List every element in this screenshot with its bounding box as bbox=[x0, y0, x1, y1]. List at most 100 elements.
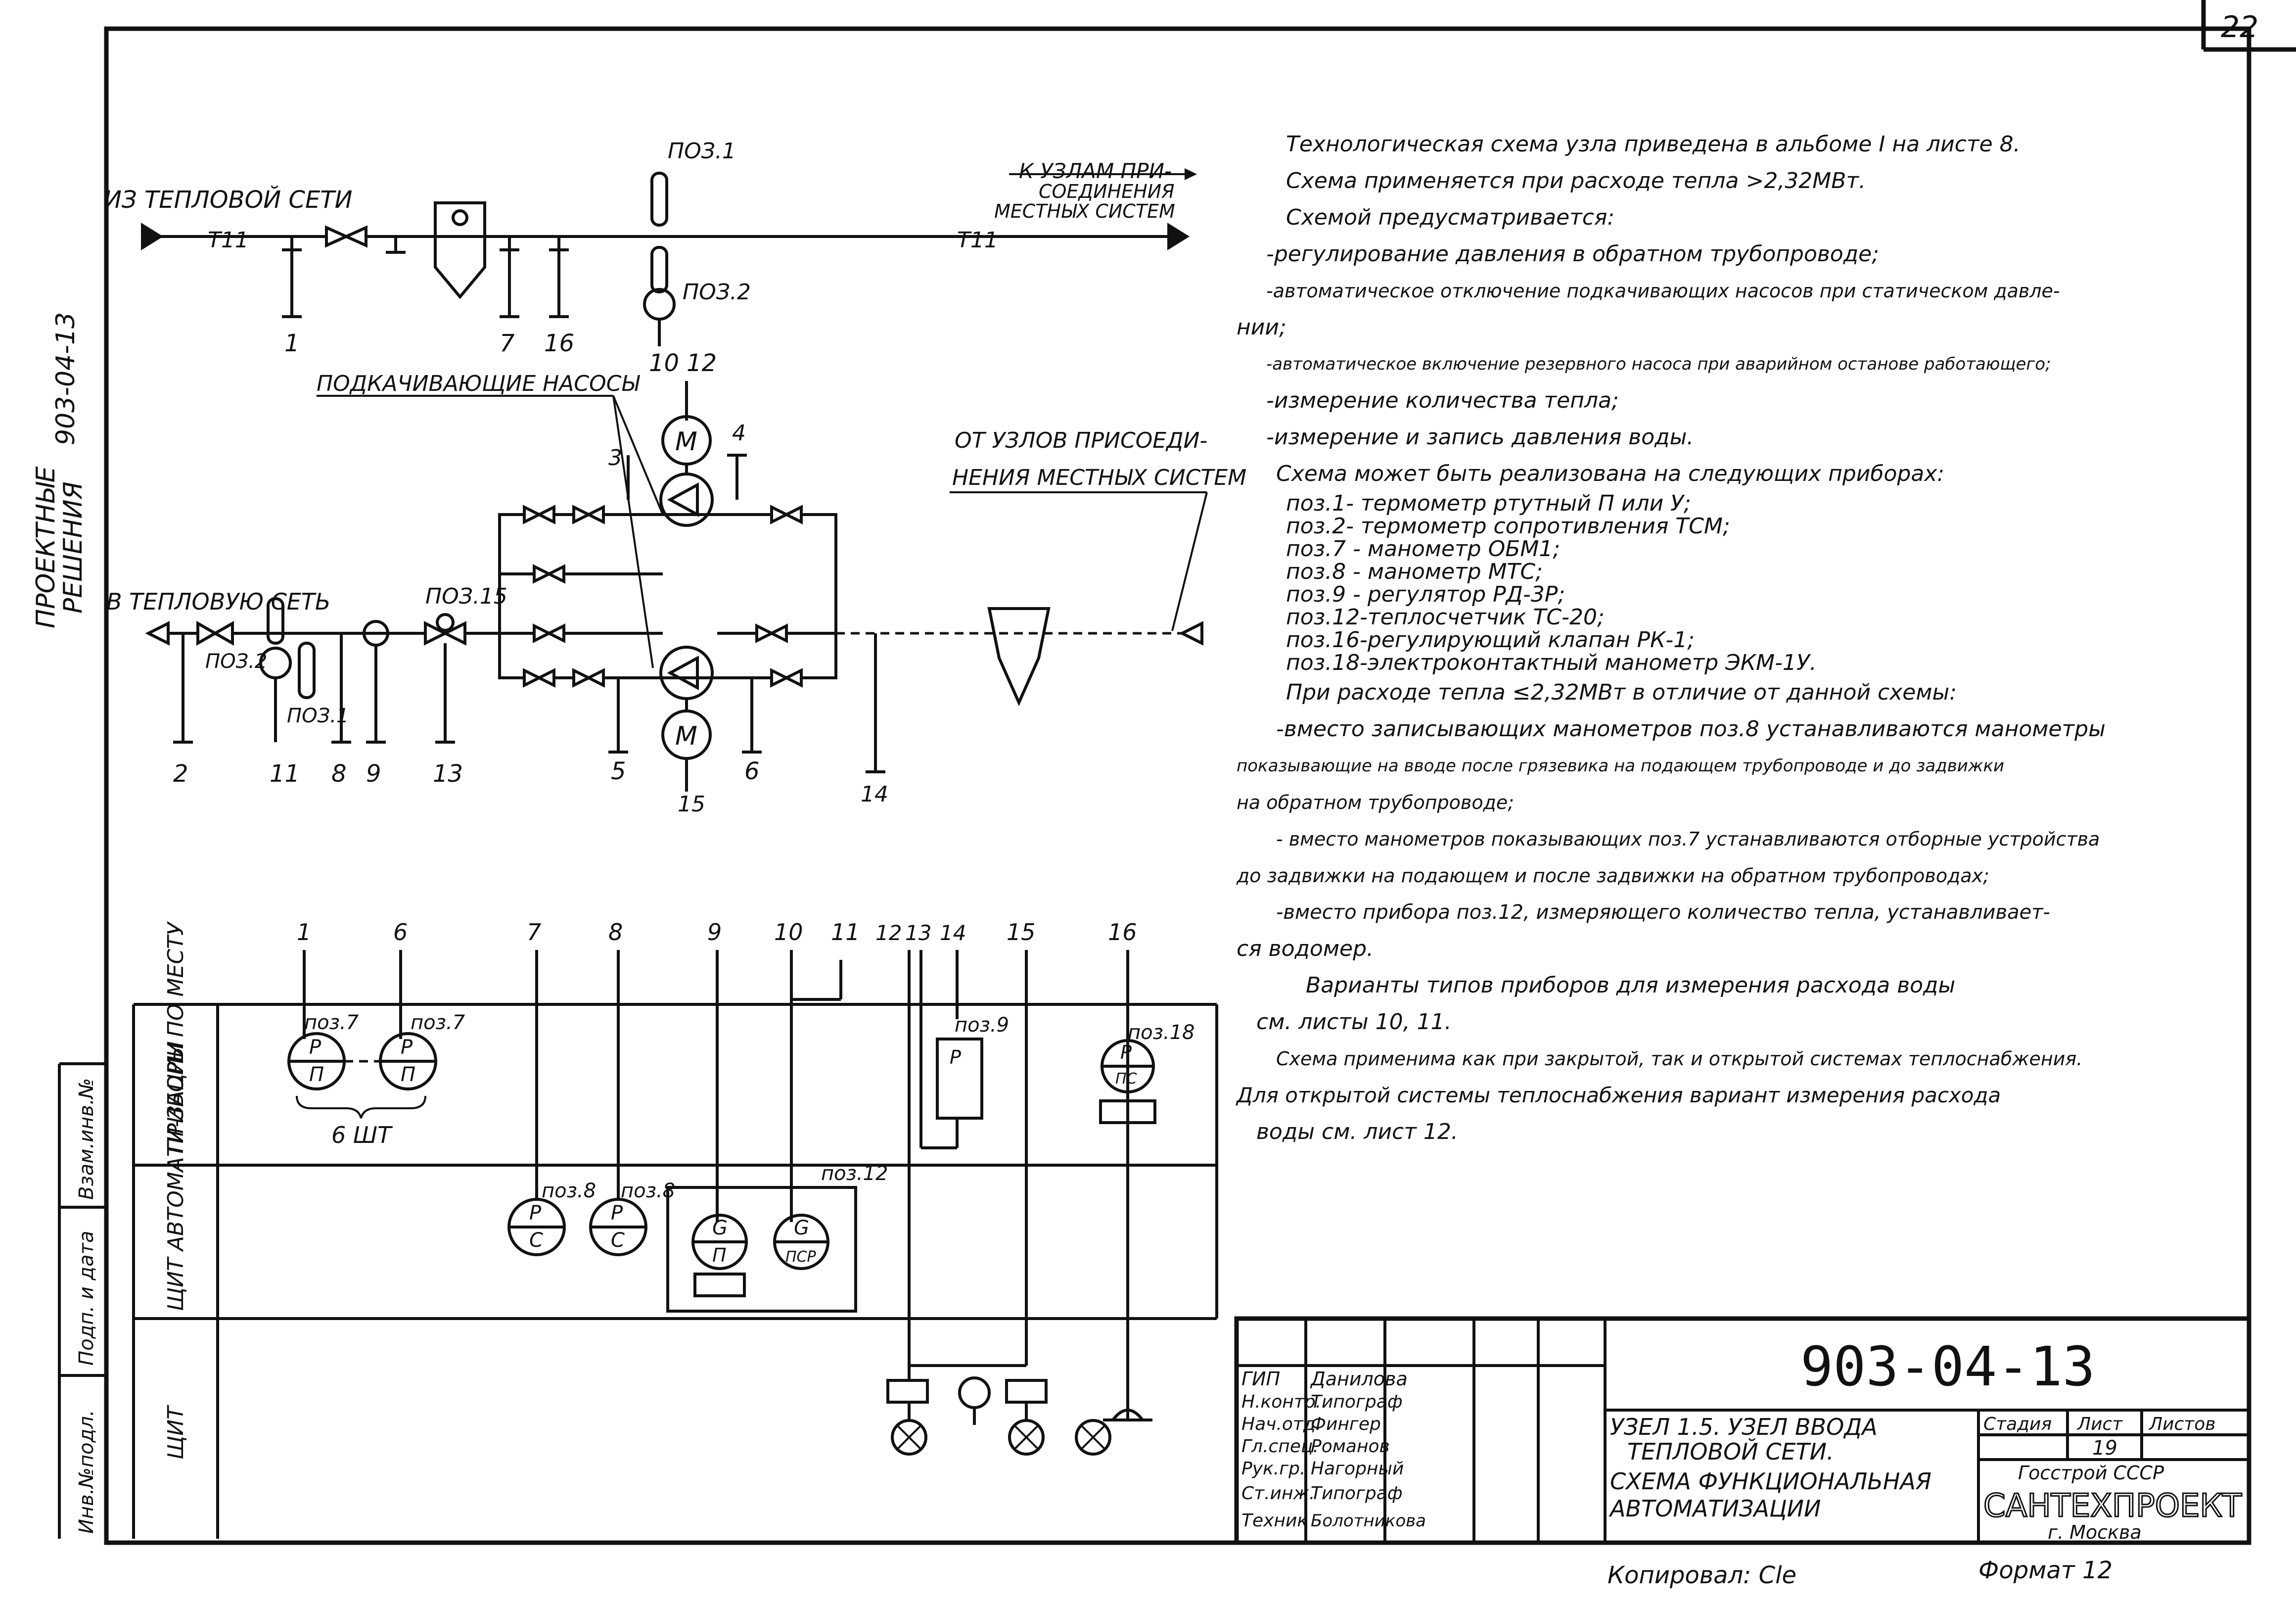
num-10: 10 bbox=[649, 349, 679, 377]
title-block: 903-04-13 ГИП Данилова Н.контр. Типограф… bbox=[1234, 1316, 2251, 1545]
person-name-3: Фингер bbox=[1311, 1414, 1381, 1434]
tbl-num-10: 10 bbox=[774, 919, 803, 945]
tbl-num-15: 15 bbox=[1007, 919, 1036, 945]
org-3: г. Москва bbox=[2048, 1521, 2142, 1543]
supply-out-arrow bbox=[1167, 223, 1190, 250]
sheet-number: 22 bbox=[2221, 10, 2258, 45]
doc-title-3: СХЕМА ФУНКЦИОНАЛЬНАЯ bbox=[1610, 1468, 1931, 1495]
note-line: -вместо прибора поз.12, измеряющего коли… bbox=[1276, 901, 2050, 924]
row-panel: ЩИТ bbox=[163, 1405, 188, 1460]
note-line: на обратном трубопроводе; bbox=[1237, 792, 1515, 813]
sheet-frame bbox=[104, 26, 2251, 1545]
pump-section: ПОДКАЧИВАЮЩИЕ НАСОСЫ М М 15 bbox=[317, 371, 837, 817]
pos9-label: поз.9 bbox=[955, 1014, 1009, 1037]
num-15-bottom: 15 bbox=[678, 792, 705, 817]
num-2: 2 bbox=[173, 760, 188, 788]
recorder-pos8-b-sym: P bbox=[611, 1202, 623, 1225]
gauge-pos18-sym: P bbox=[1120, 1041, 1132, 1063]
num-7: 7 bbox=[500, 330, 515, 357]
thermometer-pos1 bbox=[650, 172, 668, 227]
tbl-num-11: 11 bbox=[831, 919, 860, 945]
note-line: Варианты типов приборов для измерения ра… bbox=[1306, 973, 1956, 998]
person-name-1: Данилова bbox=[1310, 1368, 1408, 1390]
stamp-col-3: Взам.инв.№ bbox=[75, 1078, 98, 1200]
person-name-7: Болотникова bbox=[1311, 1511, 1426, 1531]
project-code-vertical: 903-04-13 bbox=[51, 312, 81, 445]
num-14-return: 14 bbox=[861, 782, 888, 807]
section-title-2: РЕШЕНИЯ bbox=[58, 481, 88, 614]
regulator-pos9 bbox=[936, 1038, 983, 1120]
person-name-6: Типограф bbox=[1311, 1483, 1403, 1504]
tbl-num-8: 8 bbox=[608, 919, 623, 945]
note-line: до задвижки на подающем и после задвижки… bbox=[1237, 865, 1989, 887]
t11-label-2: T11 bbox=[957, 228, 998, 253]
note-line: воды см. лист 12. bbox=[1256, 1119, 1458, 1144]
note-line: -измерение и запись давления воды. bbox=[1266, 425, 1694, 450]
num-1: 1 bbox=[284, 330, 300, 357]
recorder-pos8-a-sym: P bbox=[529, 1202, 542, 1225]
recorder-pos8-b-sym2: С bbox=[611, 1229, 625, 1252]
tbl-num-12: 12 bbox=[875, 921, 902, 945]
note-line: При расходе тепла ≤2,32МВт в отличие от … bbox=[1286, 680, 1957, 705]
motor-top-label: М bbox=[675, 427, 697, 457]
tbl-num-1: 1 bbox=[297, 919, 311, 945]
org-2-logo: САНТЕХПРОЕКТ bbox=[1983, 1488, 2242, 1524]
person-role-1: ГИП bbox=[1241, 1368, 1280, 1390]
num-8: 8 bbox=[331, 760, 347, 788]
doc-code: 903-04-13 bbox=[1800, 1335, 2095, 1398]
num-13: 13 bbox=[433, 760, 463, 788]
stamp-col-1: Инв.№подл. bbox=[75, 1410, 98, 1534]
regulating-valve-pos15 bbox=[424, 621, 449, 646]
pos7-label-b: поз.7 bbox=[411, 1011, 465, 1034]
from-nodes-2: НЕНИЯ МЕСТНЫХ СИСТЕМ bbox=[952, 465, 1246, 490]
note-line: -регулирование давления в обратном трубо… bbox=[1266, 241, 1880, 267]
num-6: 6 bbox=[744, 757, 760, 785]
org-1: Госстрой СССР bbox=[2018, 1462, 2164, 1484]
gauge-pos7-a-sym: P bbox=[309, 1036, 321, 1059]
pos7-label-a: поз.7 bbox=[304, 1011, 359, 1034]
recorder-pos8-a-sym2: С bbox=[529, 1229, 543, 1252]
pos1-label: ПОЗ.1 bbox=[668, 139, 736, 164]
num-11: 11 bbox=[270, 760, 300, 788]
tbl-num-6: 6 bbox=[393, 919, 408, 945]
pos2b-label: ПОЗ.2 bbox=[205, 650, 267, 673]
doc-title-1: УЗЕЛ 1.5. УЗЕЛ ВВОДА bbox=[1610, 1414, 1878, 1440]
gauge-pos18-sym2: ПС bbox=[1115, 1070, 1137, 1087]
heat-meter-sym-a2: П bbox=[712, 1244, 727, 1266]
regulator-pos9-sym: P bbox=[950, 1046, 961, 1068]
notes-block: Технологическая схема узла приведена в а… bbox=[1237, 126, 2250, 1150]
num-9: 9 bbox=[366, 760, 381, 788]
num-4: 4 bbox=[732, 421, 746, 446]
note-line: поз.18-электроконтактный манометр ЭКМ-1У… bbox=[1286, 650, 1817, 675]
supply-in-arrow bbox=[141, 223, 163, 250]
bell-icon bbox=[958, 1376, 991, 1409]
tbl-num-14: 14 bbox=[940, 921, 966, 945]
stamp-col-2: Подп. и дата bbox=[75, 1231, 98, 1366]
note-line: Схема применима как при закрытой, так и … bbox=[1276, 1048, 2083, 1070]
return-out-arrow bbox=[145, 621, 170, 646]
mud-separator-return bbox=[987, 607, 1051, 707]
pos18-label: поз.18 bbox=[1128, 1021, 1195, 1044]
doc-title-4: АВТОМАТИЗАЦИИ bbox=[1608, 1495, 1821, 1522]
motor-bottom-label: М bbox=[675, 721, 697, 751]
row-automation-panel: ЩИТ АВТОМАТИ-ЗАЦИИ bbox=[163, 1041, 188, 1311]
heat-meter-sym-a: G bbox=[712, 1217, 728, 1239]
person-role-3: Нач.отд. bbox=[1241, 1414, 1321, 1434]
tbl-num-13: 13 bbox=[905, 921, 931, 945]
left-stamp: Инв.№подл. Подп. и дата Взам.инв.№ 903-0… bbox=[31, 312, 106, 1539]
heat-meter-sym-b: G bbox=[794, 1217, 809, 1239]
gauge-pos7-b-sym2: П bbox=[401, 1063, 415, 1086]
pos15-label: ПОЗ.15 bbox=[425, 584, 507, 609]
note-line: поз.12-теплосчетчик ТС-20; bbox=[1286, 605, 1605, 630]
gauge-pos7-a-sym2: П bbox=[309, 1063, 324, 1086]
stage-header: Стадия bbox=[1983, 1414, 2052, 1434]
from-network-label: ИЗ ТЕПЛОВОЙ СЕТИ bbox=[104, 186, 353, 214]
note-line: поз.16-регулирующий клапан РК-1; bbox=[1286, 627, 1695, 653]
pump-top bbox=[659, 473, 714, 527]
note-line: Схема применяется при расходе тепла >2,3… bbox=[1286, 168, 1866, 193]
booster-pumps-label: ПОДКАЧИВАЮЩИЕ НАСОСЫ bbox=[317, 371, 640, 396]
person-role-2: Н.контр. bbox=[1241, 1392, 1321, 1412]
doc-title-2: ТЕПЛОВОЙ СЕТИ. bbox=[1627, 1438, 1834, 1465]
pos8-label-a: поз.8 bbox=[542, 1180, 596, 1202]
